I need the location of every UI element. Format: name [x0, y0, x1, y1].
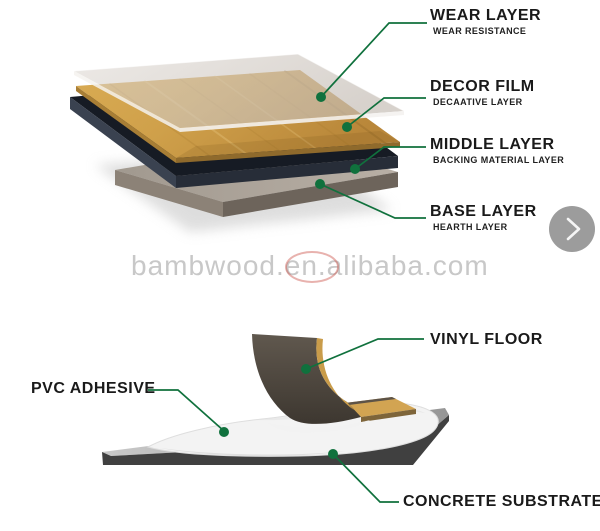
callout-dot — [328, 449, 338, 459]
leader-wear-layer — [320, 22, 427, 98]
pvc-adhesive-label: PVC ADHESIVE — [31, 380, 156, 397]
vinyl-floor-graphic — [252, 334, 416, 433]
decor-film-label: DECOR FILM — [430, 78, 535, 95]
concrete-substrate-label: CONCRETE SUBSTRATE — [403, 493, 600, 510]
leader-base-layer — [319, 183, 426, 219]
base-layer-sublabel: HEARTH LAYER — [433, 222, 508, 232]
middle-layer-label: MIDDLE LAYER — [430, 136, 555, 153]
leader-middle-layer — [354, 146, 426, 170]
wear-layer-sublabel: WEAR RESISTANCE — [433, 26, 527, 36]
leader-concrete-substrate — [332, 453, 399, 503]
callout-dots — [219, 92, 360, 459]
callout-dot — [219, 427, 229, 437]
leader-vinyl-floor — [305, 338, 424, 370]
exploded-layers-graphic — [70, 53, 405, 232]
installation-graphic — [102, 334, 449, 465]
callout-dot — [316, 92, 326, 102]
vinyl-floor-label: VINYL FLOOR — [430, 331, 543, 348]
wear-layer-label: WEAR LAYER — [430, 7, 542, 24]
leader-decor-film — [346, 97, 426, 128]
callout-dot — [342, 122, 352, 132]
chevron-right-icon — [566, 217, 581, 241]
callout-dot — [301, 364, 311, 374]
middle-layer-sublabel: BACKING MATERIAL LAYER — [433, 155, 565, 165]
leader-pvc-adhesive — [148, 389, 225, 432]
watermark-highlight-ellipse — [285, 251, 339, 283]
carousel-next-button[interactable] — [549, 206, 595, 252]
decor-film-sublabel: DECAATIVE LAYER — [433, 97, 523, 107]
leader-lines — [148, 22, 427, 503]
callout-dot — [315, 179, 325, 189]
base-layer-label: BASE LAYER — [430, 203, 537, 220]
wear-layer-graphic — [73, 53, 405, 132]
callout-dot — [350, 164, 360, 174]
